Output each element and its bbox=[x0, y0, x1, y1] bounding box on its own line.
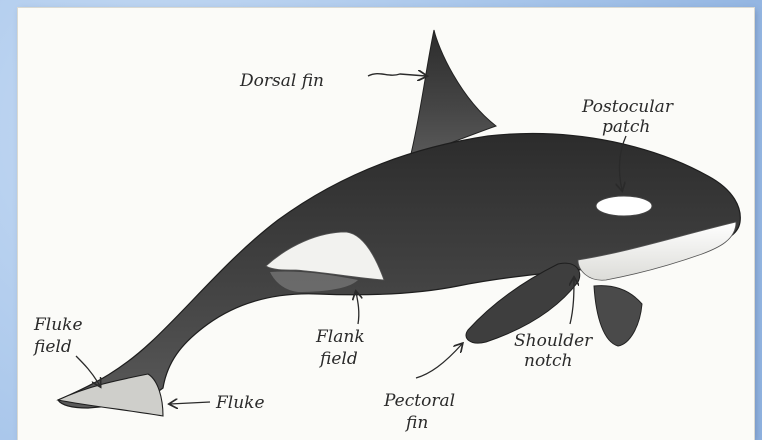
label-pectoral-fin-line2: fin bbox=[404, 413, 428, 433]
postocular-patch bbox=[596, 196, 652, 216]
label-shoulder-notch-line2: notch bbox=[524, 351, 573, 371]
label-fluke-field-line1: Fluke bbox=[33, 315, 83, 335]
orca-diagram: Dorsal fin Postocular patch Fluke field … bbox=[18, 8, 754, 440]
illustration-paper: Dorsal fin Postocular patch Fluke field … bbox=[18, 8, 754, 440]
fluke-pointer bbox=[170, 402, 210, 404]
label-flank-field-line1: Flank bbox=[315, 327, 365, 347]
label-shoulder-notch-line1: Shoulder bbox=[514, 331, 593, 351]
label-postocular-line1: Postocular bbox=[581, 97, 674, 117]
flank-field-pointer bbox=[356, 292, 359, 324]
ventral-fin bbox=[594, 286, 642, 346]
dorsal-fin-pointer bbox=[368, 74, 426, 76]
label-fluke: Fluke bbox=[215, 393, 265, 413]
label-flank-field-line2: field bbox=[318, 349, 358, 369]
label-pectoral-fin-line1: Pectoral bbox=[383, 391, 455, 411]
pectoral-fin-pointer bbox=[416, 344, 462, 378]
label-fluke-field-line2: field bbox=[32, 337, 72, 357]
label-dorsal-fin: Dorsal fin bbox=[239, 71, 324, 91]
label-postocular-line2: patch bbox=[602, 117, 650, 137]
